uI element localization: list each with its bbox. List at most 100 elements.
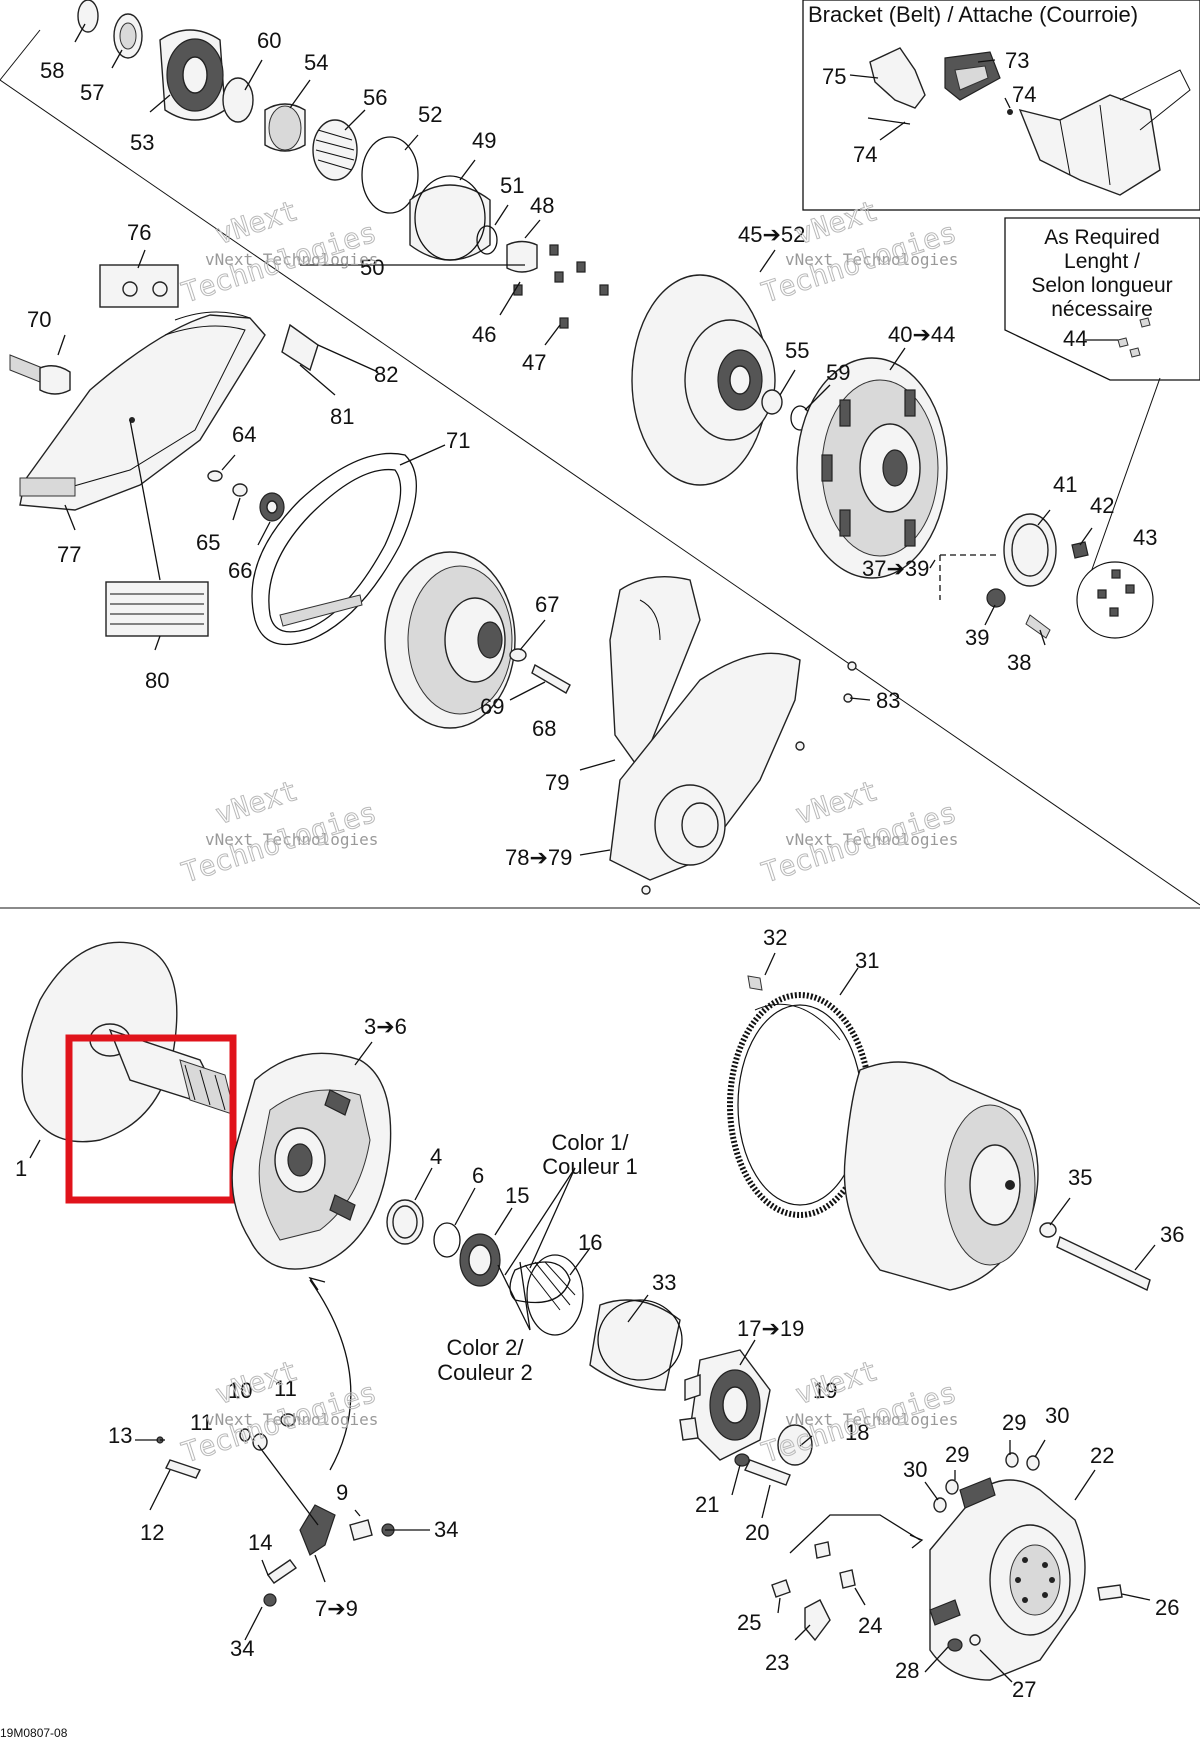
part-label: 64	[232, 422, 256, 447]
part-label: 80	[145, 668, 169, 693]
color-1-line-1: Color 1/	[551, 1130, 629, 1155]
part-label: 12	[140, 1520, 164, 1545]
bolt-20-drawing	[744, 1459, 791, 1486]
wheel-40-44-drawing	[796, 357, 948, 579]
part-label: 18	[845, 1420, 869, 1445]
part-label: 77	[57, 542, 81, 567]
part-label: 46	[472, 322, 496, 347]
part-label: 30	[903, 1457, 927, 1482]
bolt-32-drawing	[747, 975, 763, 991]
bottom-part-labels: 32 31 3➔6 1 4 6 15 16 33 35 36 17➔19 19 …	[15, 925, 1184, 1702]
part-label: 20	[745, 1520, 769, 1545]
part-label: 41	[1053, 472, 1077, 497]
lever-23-25-drawing	[771, 1514, 924, 1642]
part-label: 6	[472, 1163, 484, 1188]
part-label: 16	[578, 1230, 602, 1255]
part-label: 15	[505, 1183, 529, 1208]
part-label: 58	[40, 58, 64, 83]
top-section: Bracket (Belt) / Attache (Courroie) As R…	[0, 0, 1200, 909]
part-label: 19	[813, 1378, 837, 1403]
part-label: 24	[858, 1613, 882, 1638]
sleeve-33-drawing	[589, 1299, 683, 1391]
part-label: 28	[895, 1658, 919, 1683]
part-label: 75	[822, 64, 846, 89]
washer-21-drawing	[734, 1453, 750, 1467]
part-label: 44	[1063, 326, 1087, 351]
note-line-2: Lenght /	[1064, 250, 1140, 273]
part-label: 31	[855, 948, 879, 973]
part-label: 74	[1012, 82, 1036, 107]
part-label: 34	[434, 1517, 458, 1542]
watermark: vNext Technologies vNext Technologies	[757, 193, 961, 310]
part-label: 23	[765, 1650, 789, 1675]
note-line-4: nécessaire	[1051, 298, 1153, 321]
movable-sheave-drawing	[231, 1052, 392, 1270]
part-label: 26	[1155, 1595, 1179, 1620]
part-label: 57	[80, 80, 104, 105]
part-label: 25	[737, 1610, 761, 1635]
part-label: 78➔79	[505, 845, 572, 870]
watermark: vNext Technologies vNext Technologies	[757, 1353, 961, 1470]
svg-text:vNext Technologies: vNext Technologies	[785, 1410, 958, 1429]
part-label: 21	[695, 1492, 719, 1517]
part-label: 7➔9	[315, 1596, 358, 1621]
plate-41-43-drawing	[939, 513, 1154, 639]
rings-4-6-15-drawing	[386, 1199, 501, 1287]
part-label: 56	[363, 85, 387, 110]
driven-pulley-drawing	[631, 274, 810, 486]
ring-gear-drawing	[727, 992, 873, 1218]
part-label: 27	[1012, 1677, 1036, 1702]
color-1-line-2: Couleur 1	[542, 1154, 637, 1179]
note-box	[1004, 217, 1200, 381]
color-2-line-1: Color 2/	[446, 1335, 524, 1360]
highlight-box	[65, 1034, 237, 1204]
color-2-line-2: Couleur 2	[437, 1360, 532, 1385]
part-label: 4	[430, 1144, 442, 1169]
part-label: 70	[27, 307, 51, 332]
part-label: 69	[480, 694, 504, 719]
part-label: 51	[500, 173, 524, 198]
watermark: vNext Technologies vNext Technologies	[177, 1353, 381, 1470]
part-label: 81	[330, 404, 354, 429]
part-label: 73	[1005, 48, 1029, 73]
shaft-70-drawing	[9, 354, 71, 395]
part-label: 65	[196, 530, 220, 555]
bolts-44-drawing	[1117, 317, 1151, 358]
svg-text:vNext Technologies: vNext Technologies	[205, 250, 378, 269]
part-label: 79	[545, 770, 569, 795]
watermark: vNext Technologies vNext Technologies	[177, 193, 381, 310]
svg-text:vNext Technologies: vNext Technologies	[785, 830, 958, 849]
part-label: 13	[108, 1423, 132, 1448]
cover-22-drawing	[929, 1452, 1123, 1681]
bushing-18-drawing	[777, 1424, 813, 1466]
part-label: 1	[15, 1156, 27, 1181]
part-label: 3➔6	[364, 1014, 407, 1039]
part-label: 68	[532, 716, 556, 741]
drive-belt-drawing	[251, 452, 418, 646]
part-label: 54	[304, 50, 328, 75]
part-label: 60	[257, 28, 281, 53]
fixed-sheave-drawing	[21, 941, 236, 1143]
part-label: 67	[535, 592, 559, 617]
part-label: 74	[853, 142, 877, 167]
part-label: 42	[1090, 493, 1114, 518]
part-label: 40➔44	[888, 322, 955, 347]
part-label: 43	[1133, 525, 1157, 550]
bottom-section: Color 1/ Couleur 1 Color 2/ Couleur 2 32…	[15, 925, 1184, 1702]
belt-guard-drawing	[19, 264, 319, 511]
washers-64-66	[207, 470, 285, 522]
part-label: 66	[228, 558, 252, 583]
part-label: 83	[876, 688, 900, 713]
belt-cover-drawing	[609, 575, 857, 895]
part-label: 82	[374, 362, 398, 387]
part-label: 11	[274, 1376, 297, 1401]
part-label: 55	[785, 338, 809, 363]
part-label: 49	[472, 128, 496, 153]
part-label: 35	[1068, 1165, 1092, 1190]
part-label: 39	[965, 625, 989, 650]
bracket-drawing	[867, 47, 1191, 196]
top-row-parts	[77, 0, 609, 329]
part-label: 14	[248, 1530, 272, 1555]
part-label: 38	[1007, 650, 1031, 675]
part-label: 37➔39	[862, 556, 929, 581]
